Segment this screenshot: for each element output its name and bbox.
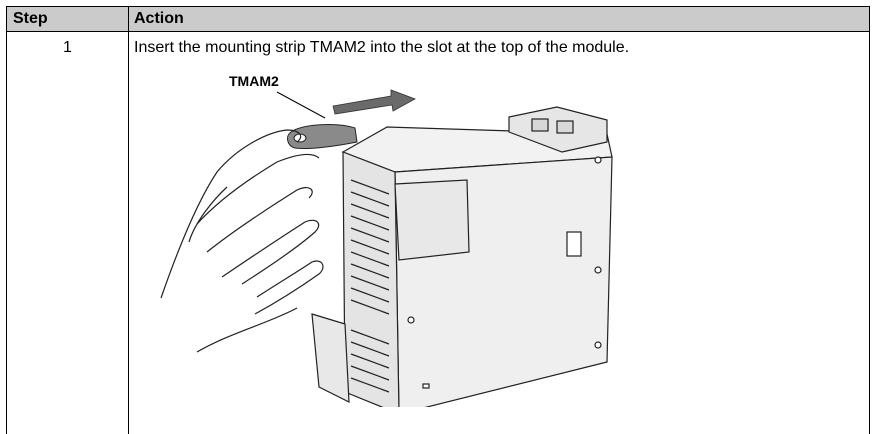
mounting-illustration: TMAM2 (160, 73, 613, 407)
callout-leader (276, 91, 326, 119)
action-text: Insert the mounting strip TMAM2 into the… (134, 39, 630, 56)
table-header: Step Action (6, 6, 870, 32)
mounting-strip (287, 124, 358, 149)
step-number: 1 (7, 32, 129, 434)
module-illustration (311, 106, 613, 407)
action-cell: Insert the mounting strip TMAM2 into the… (129, 32, 869, 434)
table-row: 1 Insert the mounting strip TMAM2 into t… (6, 32, 870, 434)
hand-illustration (160, 129, 324, 353)
header-action: Action (134, 10, 184, 27)
insert-direction-arrow (332, 89, 416, 115)
header-step: Step (7, 7, 129, 31)
callout-label: TMAM2 (229, 73, 279, 89)
procedure-table: Step Action 1 Insert the mounting strip … (6, 6, 870, 434)
